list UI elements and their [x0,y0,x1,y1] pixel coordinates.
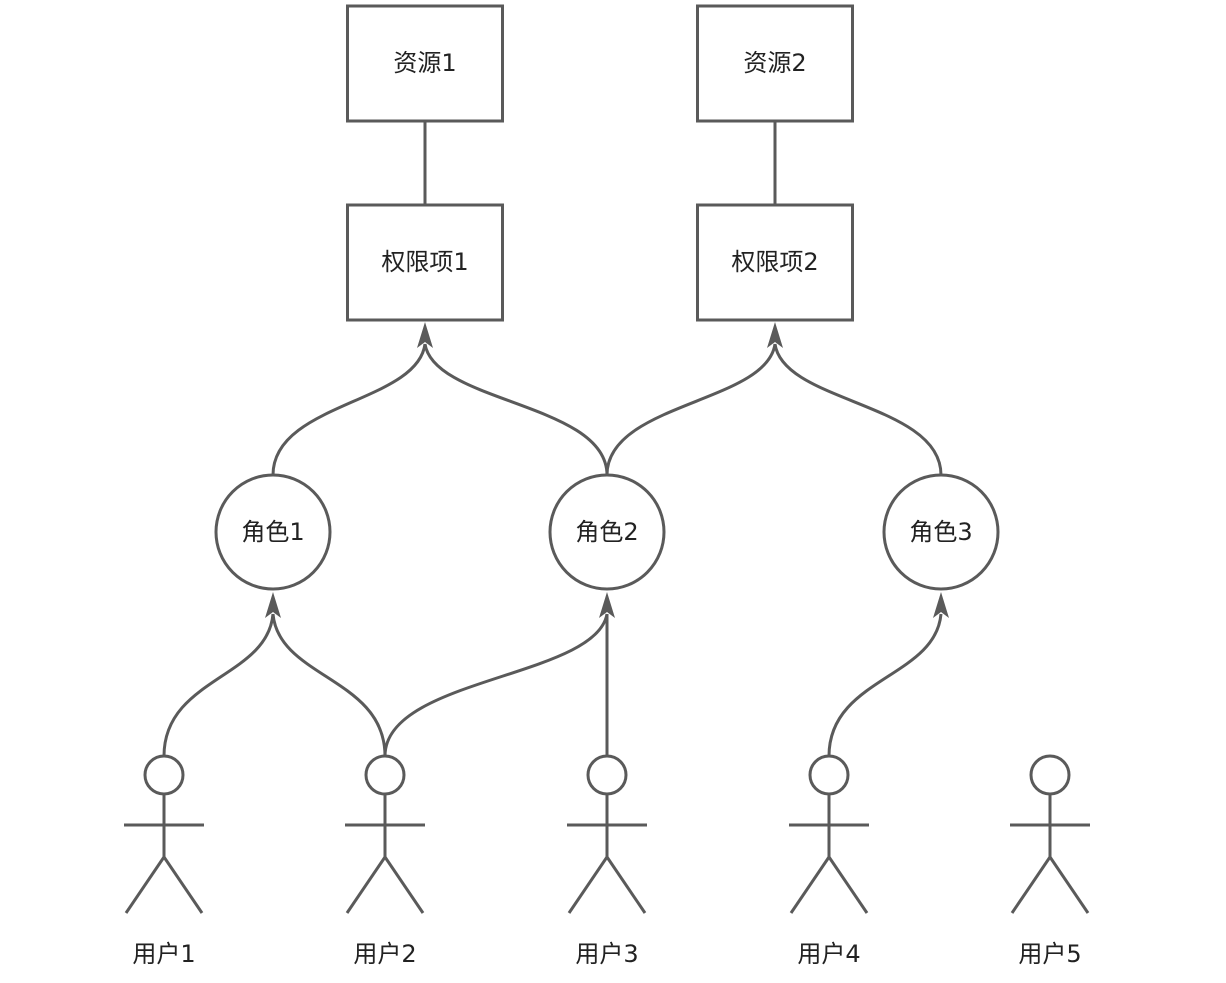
user-label: 用户4 [797,940,860,968]
arrowhead-icon [767,322,783,348]
user-label: 用户5 [1018,940,1081,968]
user-actor: 用户2 [345,754,425,968]
resource-node: 资源1 [346,4,504,123]
permission-node: 权限项2 [696,203,854,322]
permission-node: 权限项1 [346,203,504,322]
user-actor: 用户4 [789,754,869,968]
resource-box [696,4,854,123]
permission-label: 权限项2 [731,248,818,276]
user-actor-icon [124,754,204,914]
role-to-permission-arrow [271,343,427,476]
resource-label: 资源2 [743,49,806,77]
user-actor-icon [1010,754,1090,914]
user-to-role-arrow [827,613,943,757]
resource-node: 资源2 [696,4,854,123]
user-label: 用户3 [575,940,638,968]
user-actor-icon [789,754,869,914]
user-to-role-arrow [271,613,387,757]
role-label: 角色2 [575,518,638,546]
role-to-permission-arrow [423,343,609,476]
resource-label: 资源1 [393,49,456,77]
user-label: 用户2 [353,940,416,968]
arrowhead-icon [417,322,433,348]
role-label: 角色1 [241,518,304,546]
role-label: 角色3 [909,518,972,546]
edges-layer [162,120,949,757]
user-actor-icon [567,754,647,914]
user-actor: 用户5 [1010,754,1090,968]
role-node: 角色1 [214,473,332,591]
resource-box [346,4,504,123]
role-node: 角色2 [548,473,666,591]
user-label: 用户1 [132,940,195,968]
role-node: 角色3 [882,473,1000,591]
arrowhead-icon [265,592,281,618]
user-to-role-arrow [162,613,275,757]
permission-box [346,203,504,322]
nodes-layer: 资源1 资源2 权限项1 权限项2 角色1 角色2 角色3 用户1 用户2 用户3 用户4 用户5 [124,4,1090,968]
role-circle [214,473,332,591]
user-actor: 用户1 [124,754,204,968]
user-actor: 用户3 [567,754,647,968]
user-actor-icon [345,754,425,914]
role-to-permission-arrow [773,343,943,476]
role-circle [548,473,666,591]
role-to-permission-arrow [605,343,777,476]
role-circle [882,473,1000,591]
user-to-role-arrow [383,613,609,757]
arrowhead-icon [599,592,615,618]
permission-label: 权限项1 [381,248,468,276]
permission-box [696,203,854,322]
arrowhead-icon [933,592,949,618]
